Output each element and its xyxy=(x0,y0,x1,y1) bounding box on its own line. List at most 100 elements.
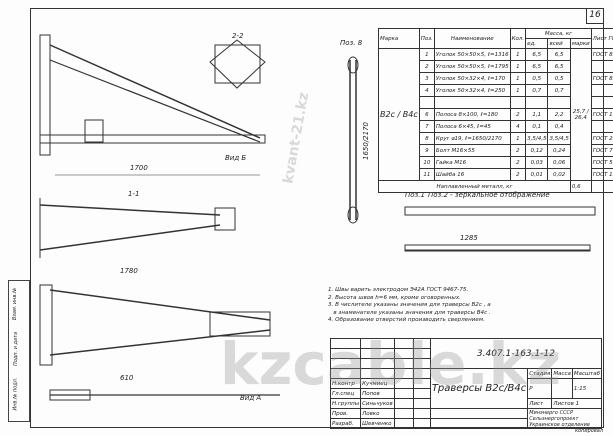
unit-mass-cell: 0,5 xyxy=(525,72,549,85)
signer-name: Ловко xyxy=(360,408,395,419)
rod-pos8 xyxy=(347,56,359,224)
label-pos2: Поз.2 - зеркальное отображение xyxy=(428,191,550,199)
dim-1285: 1285 xyxy=(460,234,478,242)
title-block: 3.407.1-163.1-12 Траверсы В2с/В4с Стадия… xyxy=(329,338,603,429)
label-section-22: 2-2 xyxy=(232,32,244,40)
note: 3. В числителе указаны значения для трав… xyxy=(328,302,491,308)
sheet-frame xyxy=(30,8,604,428)
signer-role: Разраб. xyxy=(329,418,362,429)
name-cell: Полоса 6×45, ℓ=45 xyxy=(433,120,511,133)
qty-cell: 1 xyxy=(509,48,527,61)
qty-cell: 2 xyxy=(509,108,527,121)
mark-cell: В2с / В4с xyxy=(378,48,420,181)
qty-cell: 1 xyxy=(509,132,527,145)
doc-number: 3.407.1-163.1-12 xyxy=(429,338,603,369)
signer-role: Н.группы xyxy=(329,398,362,409)
pos-cell: 4 xyxy=(418,84,435,97)
total-mass-cell xyxy=(547,96,571,109)
unit-mass-cell: 0,12 xyxy=(525,144,549,157)
name-cell xyxy=(433,96,511,109)
dim-1700: 1700 xyxy=(130,164,148,172)
gost-cell xyxy=(590,120,613,133)
organization: Минэнерго СССР Сельэнергопроект Украинск… xyxy=(527,408,602,429)
total-mass-cell: 6,5 xyxy=(547,48,571,61)
footer-copied: копировал xyxy=(575,428,604,434)
pos-cell: 1 xyxy=(418,48,435,61)
note: 4. Образование отверстий производить све… xyxy=(328,317,485,323)
org-line: Украинское отделение xyxy=(529,421,590,428)
header-pos: Поз. xyxy=(418,28,435,49)
gost-cell xyxy=(590,96,613,109)
drawing-title: Траверсы В2с/В4с xyxy=(429,368,529,409)
pos-cell: 10 xyxy=(418,156,435,169)
name-cell: Уголок 50×32×4, ℓ=170 xyxy=(433,72,511,85)
stage-value: Р xyxy=(527,378,553,399)
name-cell: Гайка М16 xyxy=(433,156,511,169)
total-mass-cell: 0,24 xyxy=(547,144,571,157)
scale-value: 1:15 xyxy=(571,378,603,399)
pos-cell: 2 xyxy=(418,60,435,73)
name-cell: Круг ⌀19, ℓ=1650/2170 xyxy=(433,132,511,145)
qty-cell: 1 xyxy=(509,60,527,73)
header-mass: Масса, кг xyxy=(525,28,592,39)
unit-mass-cell: 1,1 xyxy=(525,108,549,121)
signer-name: Шевченко xyxy=(360,418,395,429)
dim-1650: 1650/2170 xyxy=(362,121,370,160)
total-mass-cell: 3,5/4,5 xyxy=(547,132,571,145)
elevation-view xyxy=(39,34,266,176)
pos-cell: 3 xyxy=(418,72,435,85)
qty-cell xyxy=(509,96,527,109)
header-name: Наименование xyxy=(433,28,511,49)
sheet-label: Лист xyxy=(527,398,553,409)
pos-cell: 7 xyxy=(418,120,435,133)
total-mass-cell: 0,7 xyxy=(547,84,571,97)
gost-cell: ГОСТ 8509-86 xyxy=(590,48,613,61)
signer-name: Синьчуков xyxy=(360,398,395,409)
name-cell: Уголок 50×32×4, ℓ=250 xyxy=(433,84,511,97)
qty-cell: 1 xyxy=(509,72,527,85)
header-gost: Лист ГОСТ, ТУ xyxy=(590,28,613,49)
gost-cell xyxy=(590,84,613,97)
qty-cell: 2 xyxy=(509,156,527,169)
dim-1780: 1780 xyxy=(120,267,138,275)
weld-label: Наплавленный металл, кг xyxy=(378,180,571,193)
qty-cell: 4 xyxy=(509,120,527,133)
gost-cell: ГОСТ 103-76 xyxy=(590,108,613,121)
org-line: Сельэнергопроект xyxy=(529,415,579,422)
org-line: Минэнерго СССР xyxy=(529,409,574,416)
gost-cell: ГОСТ 8510-86 xyxy=(590,72,613,85)
gost-cell: ГОСТ 5915-70 xyxy=(590,156,613,169)
section-2-2 xyxy=(209,39,266,89)
side-stamp-field: Взам. инв.№ xyxy=(12,287,19,321)
header-qty: Кол. xyxy=(509,28,527,49)
unit-mass-cell: 6,5 xyxy=(525,48,549,61)
label-section-11: 1-1 xyxy=(128,190,139,198)
name-cell: Полоса 8×100, ℓ=180 xyxy=(433,108,511,121)
scale-label: Масштаб xyxy=(571,368,603,379)
total-mass-cell: 0,4 xyxy=(547,120,571,133)
total-mass-cell: 0,5 xyxy=(547,72,571,85)
unit-mass-cell: 0,1 xyxy=(525,120,549,133)
label-pos1: Поз.1 xyxy=(405,191,425,199)
unit-mass-cell: 0,03 xyxy=(525,156,549,169)
name-cell: Болт М16×55 xyxy=(433,144,511,157)
total-mass-cell: 6,5 xyxy=(547,60,571,73)
mark-mass-cell: 25,7 / 26,4 xyxy=(569,48,592,181)
gost-cell xyxy=(590,60,613,73)
gost-cell: ГОСТ 11371-78 xyxy=(590,168,613,181)
pos-cell: 6 xyxy=(418,108,435,121)
dim-610: 610 xyxy=(120,374,134,382)
unit-mass-cell: 0,01 xyxy=(525,168,549,181)
name-cell: Шайба 16 xyxy=(433,168,511,181)
header-mass-mark: марки xyxy=(569,38,592,49)
unit-mass-cell: 6,5 xyxy=(525,60,549,73)
specification-table: Марка Поз. Наименование Кол. Масса, кг Л… xyxy=(378,28,613,193)
name-cell: Уголок 50×50×5, ℓ=1316 xyxy=(433,48,511,61)
qty-cell: 2 xyxy=(509,144,527,157)
note: в знаменателе указаны значения для траве… xyxy=(328,309,491,316)
